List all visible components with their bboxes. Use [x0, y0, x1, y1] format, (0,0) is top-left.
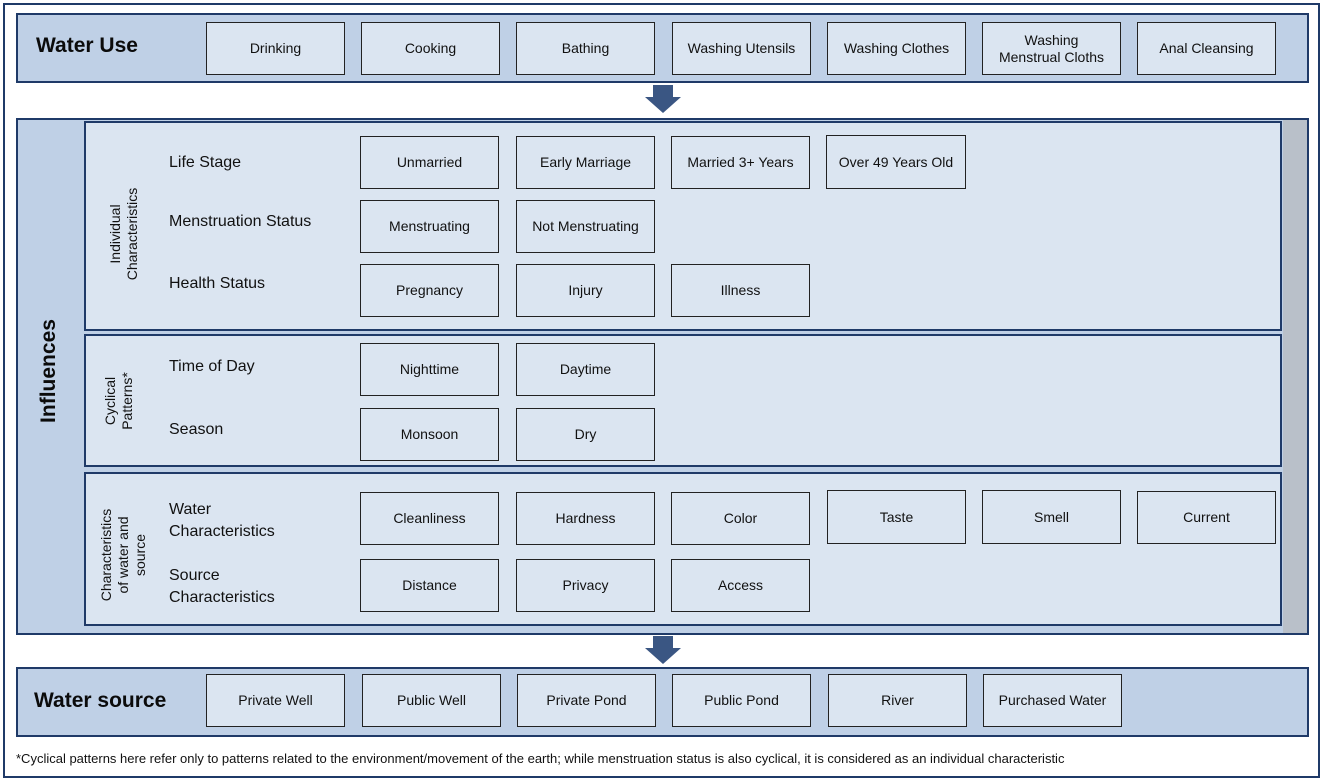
- health-status-item: Pregnancy: [360, 264, 499, 317]
- time-of-day-item: Nighttime: [360, 343, 499, 396]
- row-label-health-status: Health Status: [169, 275, 266, 292]
- water-source-item: Public Well: [362, 674, 501, 727]
- down-arrow-icon: [645, 85, 681, 113]
- cyclical-label-line2: Patterns*: [119, 372, 135, 430]
- water-source-item: Private Well: [206, 674, 345, 727]
- water-characteristic-item: Cleanliness: [360, 492, 499, 545]
- life-stage-item: Early Marriage: [516, 136, 655, 189]
- source-characteristic-item: Privacy: [516, 559, 655, 612]
- life-stage-item: Married 3+ Years: [671, 136, 810, 189]
- water-characteristics-line1: Water: [169, 501, 212, 518]
- row-label-life-stage: Life Stage: [169, 154, 242, 171]
- time-of-day-item: Daytime: [516, 343, 655, 396]
- water-source-item: Private Pond: [517, 674, 656, 727]
- season-item: Dry: [516, 408, 655, 461]
- water-use-item: Washing Menstrual Cloths: [982, 22, 1121, 75]
- water-characteristic-item: Taste: [827, 490, 966, 544]
- row-label-season: Season: [169, 421, 224, 438]
- water-source-item: River: [828, 674, 967, 727]
- source-characteristics-line1: Source: [169, 567, 220, 584]
- water-use-item: Bathing: [516, 22, 655, 75]
- cyclical-patterns-label: Cyclical Patterns*: [102, 356, 138, 446]
- water-source-item: Public Pond: [672, 674, 811, 727]
- wsc-label-line3: source: [132, 533, 148, 577]
- menstruation-status-item: Menstruating: [360, 200, 499, 253]
- life-stage-item: Over 49 Years Old: [826, 135, 966, 189]
- row-label-time-of-day: Time of Day: [169, 358, 255, 375]
- water-use-item: Washing Utensils: [672, 22, 811, 75]
- row-label-menstruation-status: Menstruation Status: [169, 213, 312, 230]
- individual-label-line2: Characteristics: [124, 187, 140, 281]
- water-characteristic-item: Hardness: [516, 492, 655, 545]
- menstruation-status-item: Not Menstruating: [516, 200, 655, 253]
- water-characteristic-item: Smell: [982, 490, 1121, 544]
- individual-label-line1: Individual: [107, 204, 123, 264]
- individual-characteristics-label: Individual Characteristics: [107, 169, 143, 299]
- water-use-item: Drinking: [206, 22, 345, 75]
- row-label-source-characteristics: Source Characteristics: [169, 565, 275, 609]
- down-arrow-icon: [645, 636, 681, 664]
- water-characteristic-item: Color: [671, 492, 810, 545]
- water-use-item: Anal Cleansing: [1137, 22, 1276, 75]
- water-characteristic-item: Current: [1137, 491, 1276, 544]
- row-label-water-characteristics: Water Characteristics: [169, 499, 275, 543]
- source-characteristic-item: Access: [671, 559, 810, 612]
- source-characteristics-line2: Characteristics: [169, 589, 275, 606]
- water-use-title: Water Use: [36, 34, 138, 57]
- wsc-label-line1: Characteristics: [98, 508, 114, 602]
- footnote: *Cyclical patterns here refer only to pa…: [16, 751, 1065, 766]
- health-status-item: Injury: [516, 264, 655, 317]
- life-stage-item: Unmarried: [360, 136, 499, 189]
- cyclical-label-line1: Cyclical: [102, 376, 118, 426]
- water-use-item: Washing Clothes: [827, 22, 966, 75]
- water-source-item: Purchased Water: [983, 674, 1122, 727]
- influences-right-strip: [1283, 120, 1307, 633]
- cyclical-patterns-panel: [84, 334, 1282, 467]
- source-characteristic-item: Distance: [360, 559, 499, 612]
- wsc-label-line2: of water and: [115, 516, 131, 594]
- water-source-characteristics-label: Characteristics of water and source: [98, 490, 152, 620]
- water-use-item: Cooking: [361, 22, 500, 75]
- health-status-item: Illness: [671, 264, 810, 317]
- water-characteristics-line2: Characteristics: [169, 523, 275, 540]
- influences-title: Influences: [37, 319, 60, 423]
- season-item: Monsoon: [360, 408, 499, 461]
- water-source-title: Water source: [34, 689, 167, 712]
